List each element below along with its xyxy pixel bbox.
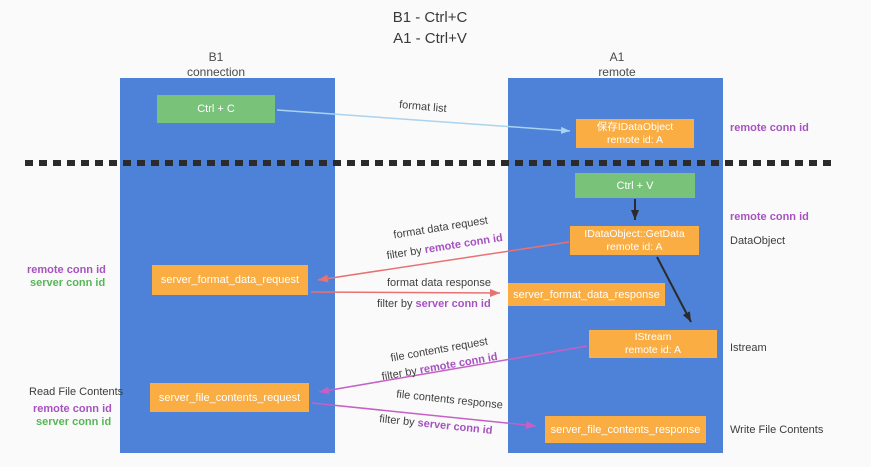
arrow-format-list xyxy=(276,109,571,134)
getdata-box: IDataObject::GetData remote id: A xyxy=(570,226,699,255)
save-idataobject-line2: remote id: A xyxy=(606,133,664,146)
lifeline-label-b1: B1 connection xyxy=(146,50,286,80)
file-request-label: server_file_contents_request xyxy=(158,391,301,404)
getdata-line1: IDataObject::GetData xyxy=(584,227,685,240)
right-annotation-remote-conn-id-2: remote conn id xyxy=(730,211,809,223)
arrow-file-contents-response xyxy=(311,402,537,429)
getdata-line2: remote id: A xyxy=(606,240,663,253)
left-annotation-read-file-contents: Read File Contents xyxy=(29,386,124,398)
lifeline-a1-name: A1 xyxy=(609,50,625,64)
left-annotation-remote-conn-id-2: remote conn id xyxy=(33,403,112,415)
lifeline-b1-name: B1 xyxy=(208,50,224,64)
format-request-label: server_format_data_request xyxy=(160,274,300,286)
save-idataobject-line1: 保存IDataObject xyxy=(596,120,674,133)
edge-label-format-response-filter: filter by server conn id xyxy=(377,298,491,310)
lifeline-a1-role: remote xyxy=(598,65,636,79)
format-response-label: server_format_data_response xyxy=(513,288,660,301)
format-response-box: server_format_data_response xyxy=(508,283,665,306)
arrow-getdata-to-istream xyxy=(656,256,692,323)
format-request-box: server_format_data_request xyxy=(152,265,308,295)
ctrl-v-box: Ctrl + V xyxy=(575,173,695,198)
ctrl-c-label: Ctrl + C xyxy=(197,103,235,115)
right-annotation-istream: Istream xyxy=(730,342,767,354)
diagram-title: B1 - Ctrl+C A1 - Ctrl+V xyxy=(0,7,860,49)
lifeline-label-a1: A1 remote xyxy=(547,50,687,80)
istream-line2: remote id: A xyxy=(624,344,682,356)
ctrl-v-label: Ctrl + V xyxy=(616,179,654,192)
file-response-label: server_file_contents_response xyxy=(550,423,701,436)
left-annotation-remote-conn-id-1: remote conn id xyxy=(27,264,106,276)
right-annotation-remote-conn-id-1: remote conn id xyxy=(730,122,809,134)
arrow-format-data-response xyxy=(310,288,501,297)
filter-server-conn-id: server conn id xyxy=(415,298,491,310)
left-annotation-server-conn-id-1: server conn id xyxy=(30,277,106,289)
title-line-1: B1 - Ctrl+C xyxy=(392,9,468,26)
arrow-format-data-request xyxy=(317,241,570,283)
istream-box: IStream remote id: A xyxy=(589,330,717,358)
right-annotation-write-file-contents: Write File Contents xyxy=(730,424,824,436)
filter-by-text: filter by xyxy=(377,298,416,310)
phase-separator xyxy=(25,160,837,166)
file-request-box: server_file_contents_request xyxy=(150,383,309,412)
ctrl-c-box: Ctrl + C xyxy=(157,95,275,123)
lifeline-b1-role: connection xyxy=(186,65,246,79)
arrow-file-contents-request xyxy=(318,345,588,395)
right-annotation-dataobject: DataObject xyxy=(730,235,786,247)
save-idataobject-box: 保存IDataObject remote id: A xyxy=(576,119,694,148)
edge-label-format-data-response: format data response xyxy=(387,277,491,289)
title-line-2: A1 - Ctrl+V xyxy=(393,30,467,47)
istream-line1: IStream xyxy=(634,331,672,343)
left-annotation-server-conn-id-2: server conn id xyxy=(36,416,112,428)
file-response-box: server_file_contents_response xyxy=(545,416,706,443)
